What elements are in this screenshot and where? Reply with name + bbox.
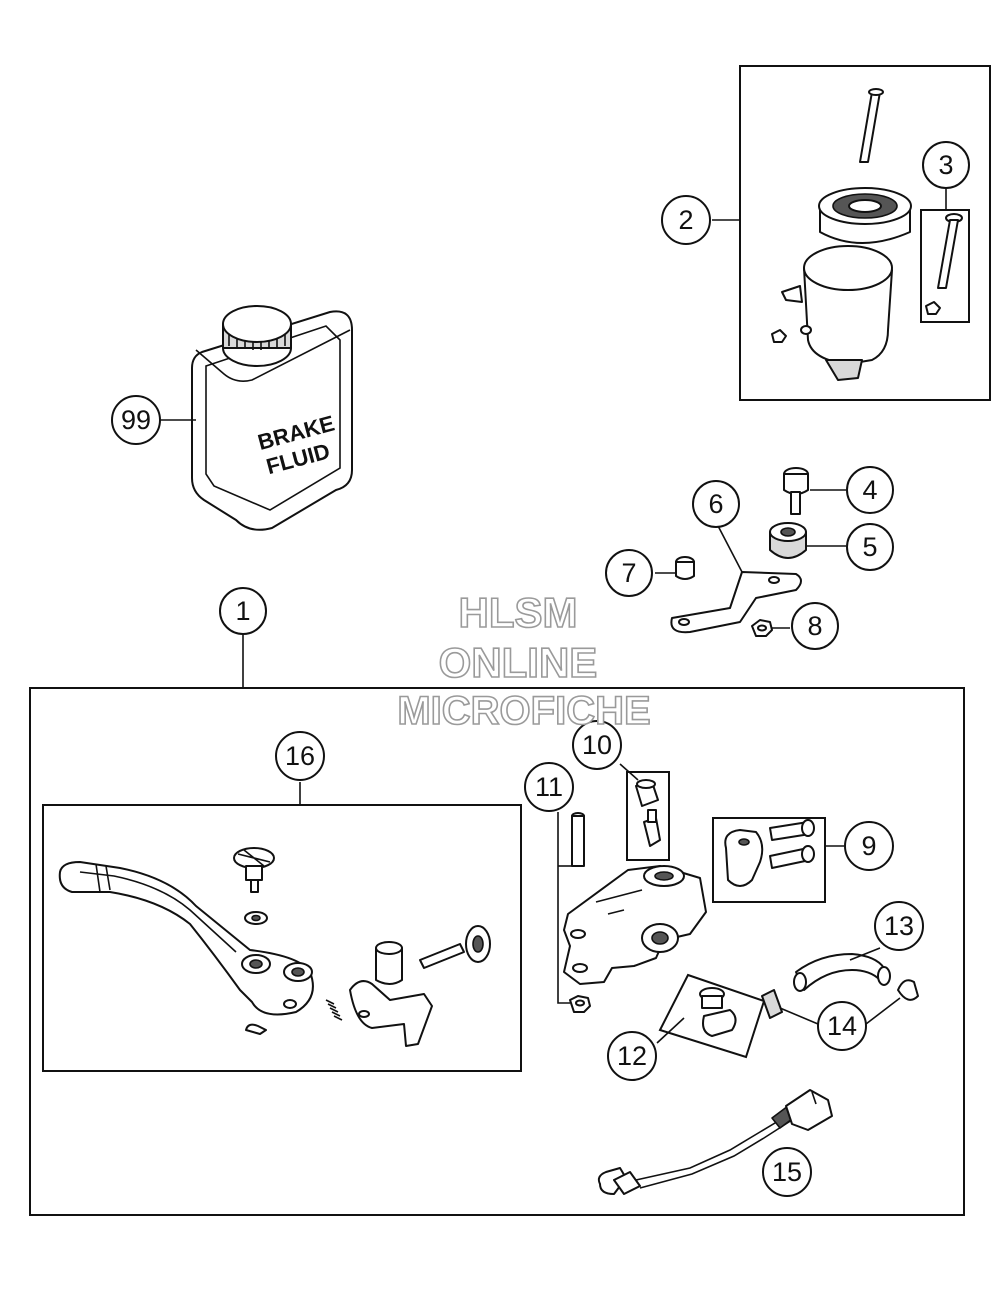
- nut-8: [751, 619, 773, 637]
- bleeder-group-frame: [658, 973, 766, 1059]
- reservoir-screw: [925, 213, 963, 315]
- adjuster-knob: [233, 847, 275, 893]
- svg-text:12: 12: [617, 1041, 647, 1071]
- svg-text:13: 13: [884, 911, 914, 941]
- svg-text:4: 4: [862, 475, 877, 505]
- reservoir-group-frame: [739, 65, 991, 401]
- callout-4: 4: [846, 466, 894, 514]
- svg-text:9: 9: [861, 831, 876, 861]
- callout-15: 15: [762, 1147, 812, 1197]
- watermark-line-2: ONLINE: [439, 639, 598, 686]
- lever-bushing: [244, 911, 268, 925]
- handlebar-clamp-9: [724, 819, 815, 887]
- svg-text:6: 6: [708, 489, 723, 519]
- watermark-line-3: MICROFICHE: [397, 689, 650, 733]
- svg-text:7: 7: [621, 558, 636, 588]
- brake-lever: [58, 861, 314, 1016]
- callout-3: 3: [922, 141, 970, 189]
- callout-5: 5: [846, 523, 894, 571]
- rubber-grommet-5: [769, 522, 807, 559]
- leader-lines: [160, 188, 947, 1044]
- bleeder-valve-12: [699, 987, 737, 1037]
- clamp-group-frame: [712, 817, 826, 903]
- callout-11: 11: [524, 762, 574, 812]
- svg-text:14: 14: [827, 1011, 857, 1041]
- mounting-screw-4: [783, 467, 809, 515]
- callout-7: 7: [605, 549, 653, 597]
- lever-pivot-sleeve: [375, 941, 403, 985]
- callout-16: 16: [275, 731, 325, 781]
- screw-nut-group-frame: [920, 209, 970, 323]
- brake-light-switch-15: [597, 1089, 833, 1195]
- watermark: HLSM ONLINE MICROFICHE: [397, 588, 652, 734]
- return-spring: [325, 999, 343, 1021]
- svg-text:5: 5: [862, 532, 877, 562]
- reservoir-bracket-6: [670, 571, 802, 634]
- callout-8: 8: [791, 602, 839, 650]
- bolt-7: [675, 556, 695, 580]
- circlip: [245, 1023, 267, 1035]
- brake-fluid-reservoir: [771, 88, 912, 381]
- lever-pushrod-arm: [349, 980, 433, 1047]
- master-cylinder-assembly-frame: [29, 687, 965, 1216]
- svg-text:16: 16: [285, 741, 315, 771]
- callout-1: 1: [219, 587, 267, 635]
- brake-fluid-can: BRAKE FLUID: [191, 305, 353, 531]
- brake-hose-13: [793, 953, 891, 992]
- svg-text:11: 11: [535, 772, 563, 802]
- svg-text:1: 1: [235, 596, 250, 626]
- watermark-line-1: HLSM: [459, 589, 578, 636]
- pivot-bolt-11: [569, 812, 591, 1013]
- svg-text:3: 3: [938, 150, 953, 180]
- master-cylinder-body: [563, 865, 707, 985]
- svg-text:8: 8: [807, 611, 822, 641]
- adjuster-pin: [419, 925, 491, 969]
- banjo-fitting-10: [635, 779, 661, 847]
- hose-clip-14: [761, 979, 919, 1019]
- fitting-group-frame: [626, 771, 670, 861]
- svg-text:2: 2: [678, 205, 693, 235]
- svg-text:99: 99: [121, 405, 151, 435]
- callout-9: 9: [844, 821, 894, 871]
- svg-text:15: 15: [772, 1157, 802, 1187]
- callout-12: 12: [607, 1031, 657, 1081]
- callout-6: 6: [692, 480, 740, 528]
- callout-10: 10: [572, 720, 622, 770]
- callout-13: 13: [874, 901, 924, 951]
- svg-text:10: 10: [582, 730, 612, 760]
- callout-14: 14: [817, 1001, 867, 1051]
- callout-2: 2: [661, 195, 711, 245]
- callout-99: 99: [111, 395, 161, 445]
- lever-group-frame: [42, 804, 522, 1072]
